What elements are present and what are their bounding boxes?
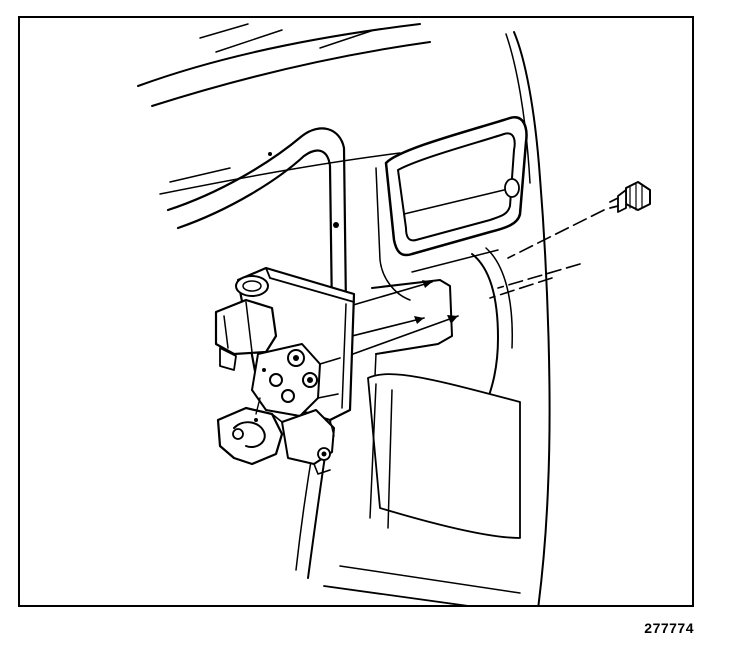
- outside-handle-icon: [375, 116, 528, 301]
- figure-frame: [18, 16, 694, 607]
- door-panel: [137, 23, 551, 605]
- door-latch-assembly-icon: [214, 266, 356, 475]
- figure-number: 277774: [644, 620, 694, 636]
- door-jamb: [367, 247, 521, 539]
- door-latch-illustration: [137, 23, 651, 605]
- alignment-arrow-icon: [319, 209, 605, 359]
- latch-bolt-icon: [609, 181, 651, 213]
